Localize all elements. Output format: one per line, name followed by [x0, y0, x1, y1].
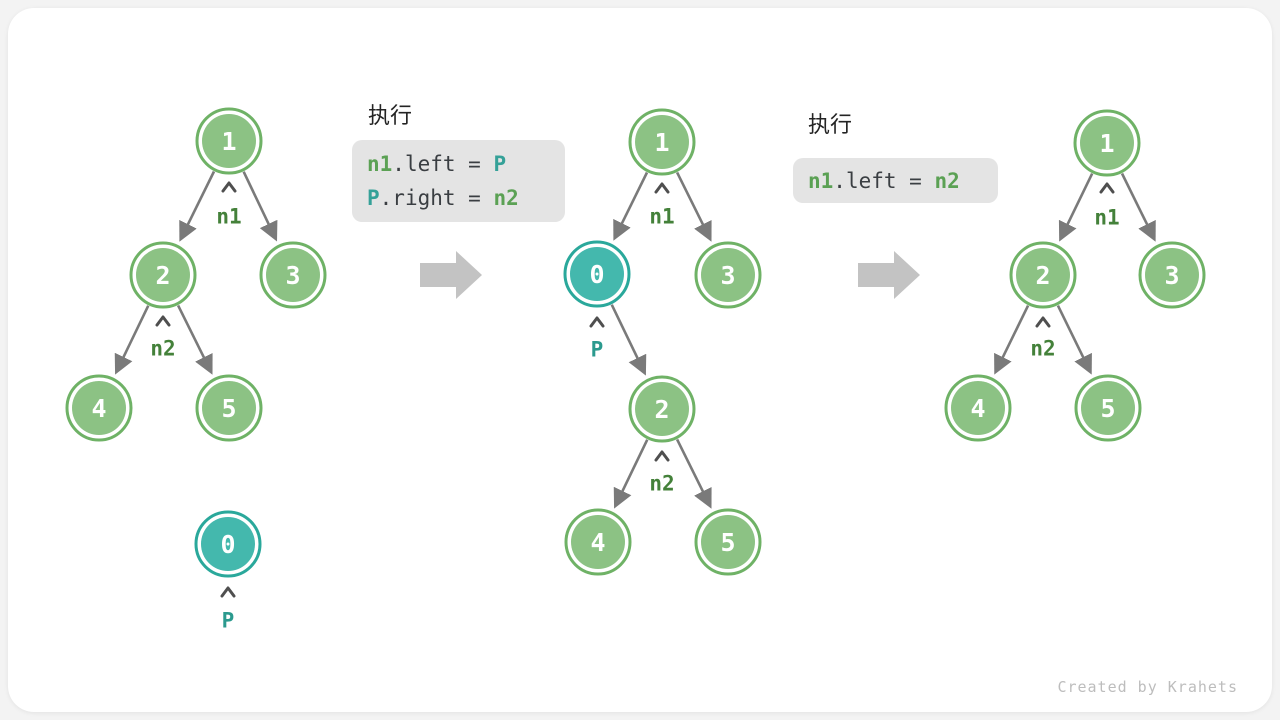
code-token: = [896, 168, 935, 193]
node-value: 3 [720, 261, 735, 290]
code-token: n2 [493, 186, 519, 210]
node-value: 3 [285, 261, 300, 290]
caret-up-icon [654, 182, 670, 194]
tree-node-1: 1 [195, 107, 263, 175]
tree-edge [610, 304, 647, 376]
pointer-label: n2 [649, 471, 674, 495]
node-value: 2 [1035, 261, 1050, 290]
node-value: 3 [1164, 261, 1179, 290]
tree-node-2: 2 [628, 375, 696, 443]
caret-up-icon [654, 450, 670, 462]
tree-node-4: 4 [944, 374, 1012, 442]
pointer-n2: n2 [1030, 316, 1056, 360]
tree-edge [1120, 172, 1156, 242]
exec-header: 执行 [808, 113, 853, 138]
code-line: n1.left = n2 [808, 164, 998, 198]
code-token: .left [392, 152, 456, 176]
code-token: = [455, 186, 494, 210]
node-value: 1 [221, 127, 236, 156]
node-value: 4 [970, 394, 985, 423]
code-token: P [493, 152, 507, 176]
code-line: n1.left = P [367, 147, 565, 181]
tree-edge [675, 438, 712, 509]
pointer-label: n1 [1094, 205, 1119, 229]
caret-up-icon [155, 315, 171, 327]
tree-edge [1058, 173, 1094, 242]
tree-node-5: 5 [195, 374, 263, 442]
pointer-n1: n1 [216, 181, 242, 228]
caret-up-icon [1035, 316, 1051, 328]
pointer-label: P [222, 608, 235, 632]
pointer-label: n2 [150, 336, 175, 360]
tree-node-0: 0 [563, 240, 631, 308]
code-token: .right [379, 186, 456, 210]
pointer-label: n1 [216, 204, 241, 228]
pointer-n2: n2 [150, 315, 176, 360]
tree-node-4: 4 [564, 508, 632, 576]
tree-node-2: 2 [129, 241, 197, 309]
tree-edge [242, 171, 278, 242]
code-token: n1 [367, 152, 393, 176]
tree-edge [613, 439, 649, 509]
code-token: n2 [934, 168, 960, 193]
pointer-P: P [589, 316, 605, 361]
code-token: P [367, 186, 380, 210]
caret-up-icon [220, 586, 236, 598]
transition-arrow-icon [858, 251, 920, 299]
tree-node-2: 2 [1009, 241, 1077, 309]
pointer-label: n1 [649, 204, 674, 228]
tree-node-4: 4 [65, 374, 133, 442]
caret-up-icon [1099, 182, 1115, 194]
code-token: = [455, 152, 494, 176]
tree-edge [613, 171, 649, 241]
node-value: 0 [220, 530, 235, 559]
node-value: 4 [590, 528, 605, 557]
exec-header: 执行 [368, 104, 413, 129]
watermark: Created by Krahets [1057, 678, 1238, 696]
tree-edge [179, 170, 216, 242]
pointer-n1: n1 [1094, 182, 1120, 229]
tree-edge [176, 304, 213, 375]
tree-before-insert: 1 2 3 4 5 0 n1 n2P [65, 107, 327, 632]
code-line: P.right = n2 [367, 181, 565, 215]
tree-node-3: 3 [1138, 241, 1206, 309]
tree-node-0: 0 [194, 510, 262, 578]
code-token: .left [833, 168, 897, 193]
transition-arrow-icon [420, 251, 482, 299]
tree-node-1: 1 [1073, 109, 1141, 177]
tree-node-3: 3 [259, 241, 327, 309]
code-token: n1 [808, 168, 834, 193]
caret-up-icon [221, 181, 237, 193]
tree-edge [675, 171, 712, 242]
node-value: 5 [720, 528, 735, 557]
node-value: 2 [654, 395, 669, 424]
tree-node-3: 3 [694, 241, 762, 309]
node-value: 2 [155, 261, 170, 290]
node-value: 5 [221, 394, 236, 423]
node-value: 4 [91, 394, 106, 423]
code-box: n1.left = n2 [793, 158, 998, 203]
tree-edge [114, 305, 150, 375]
node-value: 1 [1099, 129, 1114, 158]
tree-edge [994, 304, 1030, 375]
pointer-n1: n1 [649, 182, 675, 228]
node-value: 5 [1100, 394, 1115, 423]
caret-up-icon [589, 316, 605, 328]
pointer-P: P [220, 586, 236, 632]
tree-edge [1056, 304, 1092, 375]
tree-after-remove: 1 2 3 4 5 n1 n2 [944, 109, 1206, 442]
node-value: 1 [654, 128, 669, 157]
pointer-n2: n2 [649, 450, 675, 495]
node-value: 0 [589, 260, 604, 289]
pointer-label: P [591, 337, 604, 361]
tree-node-5: 5 [1074, 374, 1142, 442]
tree-node-5: 5 [694, 508, 762, 576]
tree-node-1: 1 [628, 108, 696, 176]
pointer-label: n2 [1030, 336, 1055, 360]
